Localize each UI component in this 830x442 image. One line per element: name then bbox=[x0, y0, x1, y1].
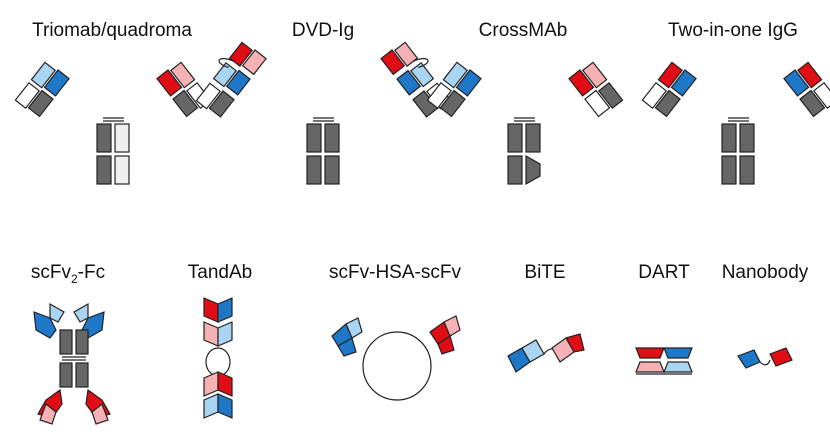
crossmab-diagram bbox=[426, 61, 624, 186]
label-scfv2-fc: scFv2-Fc bbox=[31, 262, 105, 286]
triomab-ch2-a bbox=[96, 123, 112, 153]
label-dart: DART bbox=[638, 262, 690, 283]
triomab-ch3-a bbox=[96, 155, 112, 185]
label-nanobody: Nanobody bbox=[721, 262, 809, 283]
label-scfv2-fc-suffix: -Fc bbox=[77, 262, 106, 283]
label-tandab: TandAb bbox=[187, 262, 253, 283]
bite-diagram bbox=[507, 333, 585, 373]
triomab-vh-right bbox=[156, 69, 183, 97]
scfv2-fc-diagram bbox=[33, 302, 111, 425]
triomab-ch1-left bbox=[27, 89, 54, 118]
triomab-vl-left bbox=[30, 61, 57, 89]
label-scfv2-fc-sub: 2 bbox=[70, 271, 78, 286]
scfv-hsa-scfv-diagram bbox=[331, 315, 461, 401]
nanobody-diagram bbox=[737, 347, 793, 369]
label-scfv2-fc-prefix: scFv bbox=[30, 262, 71, 283]
label-scfv-hsa-scfv: scFv-HSA-scFv bbox=[329, 262, 461, 283]
label-dvd-ig: DVD-Ig bbox=[291, 20, 355, 41]
triomab-ch1-right bbox=[172, 89, 199, 118]
label-two-in-one-igg: Two-in-one IgG bbox=[668, 20, 798, 41]
label-triomab: Triomab/quadroma bbox=[32, 20, 192, 41]
label-crossmab: CrossMAb bbox=[478, 20, 568, 41]
triomab-vh-left bbox=[43, 69, 70, 97]
triomab-diagram bbox=[14, 61, 212, 185]
triomab-cl-left bbox=[14, 81, 41, 110]
tandab-diagram bbox=[203, 297, 233, 419]
triomab-vl-right bbox=[169, 61, 196, 89]
triomab-ch2-b bbox=[114, 123, 130, 153]
label-bite: BiTE bbox=[524, 262, 566, 283]
triomab-ch3-b bbox=[114, 155, 130, 185]
two-in-one-igg-diagram bbox=[641, 61, 830, 185]
dart-diagram bbox=[635, 347, 693, 375]
dvd-ig-diagram bbox=[195, 41, 452, 185]
